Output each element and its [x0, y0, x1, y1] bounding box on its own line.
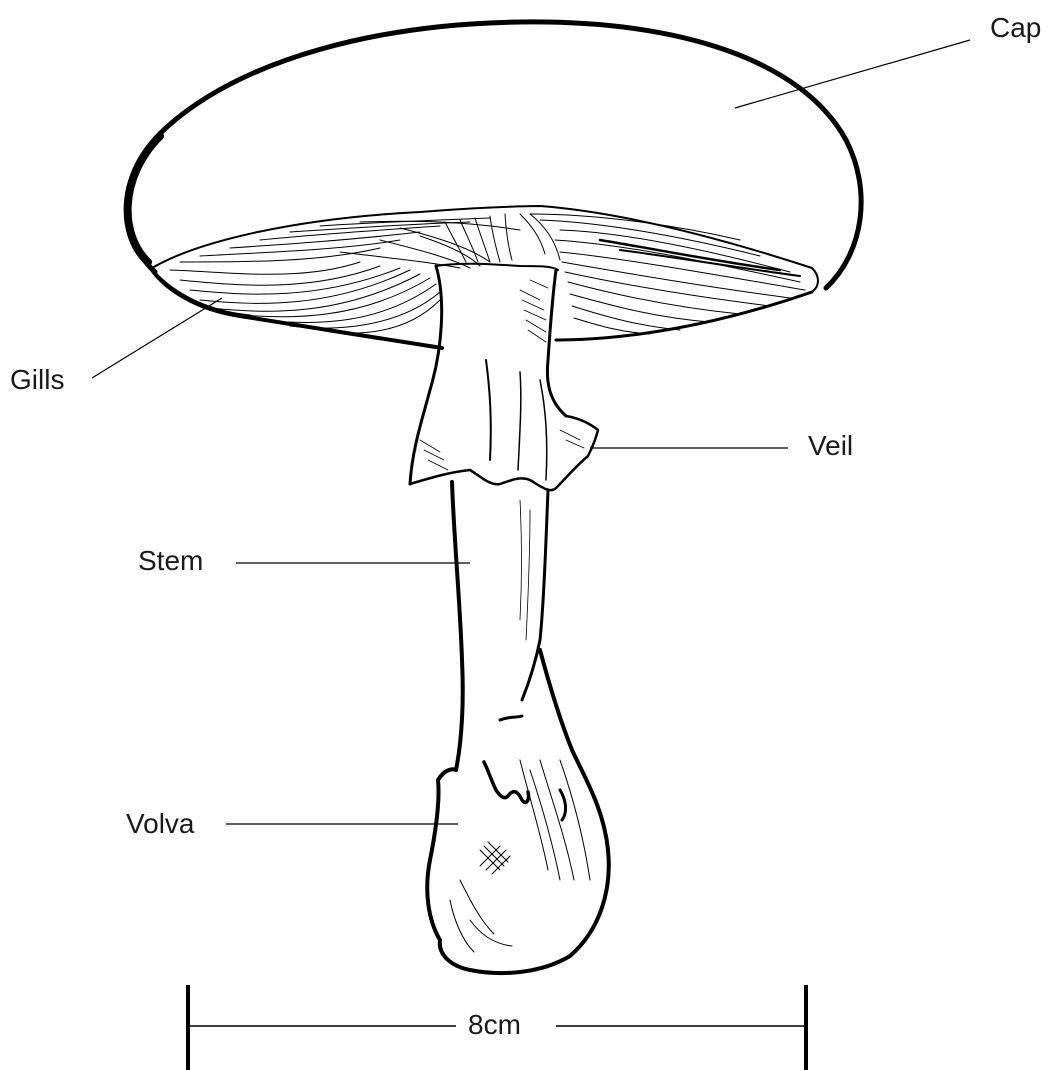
gills-label: Gills — [10, 366, 64, 394]
volva-label: Volva — [126, 810, 195, 838]
mushroom-veil — [410, 264, 598, 490]
scale-bar-label: 8cm — [468, 1011, 521, 1039]
veil-label: Veil — [808, 432, 853, 460]
mushroom-volva — [427, 650, 609, 973]
gills-leader-line — [92, 298, 222, 378]
cap-label: Cap — [990, 14, 1041, 42]
mushroom-cap — [124, 22, 861, 292]
mushroom-stem — [452, 482, 548, 770]
stem-label: Stem — [138, 547, 203, 575]
